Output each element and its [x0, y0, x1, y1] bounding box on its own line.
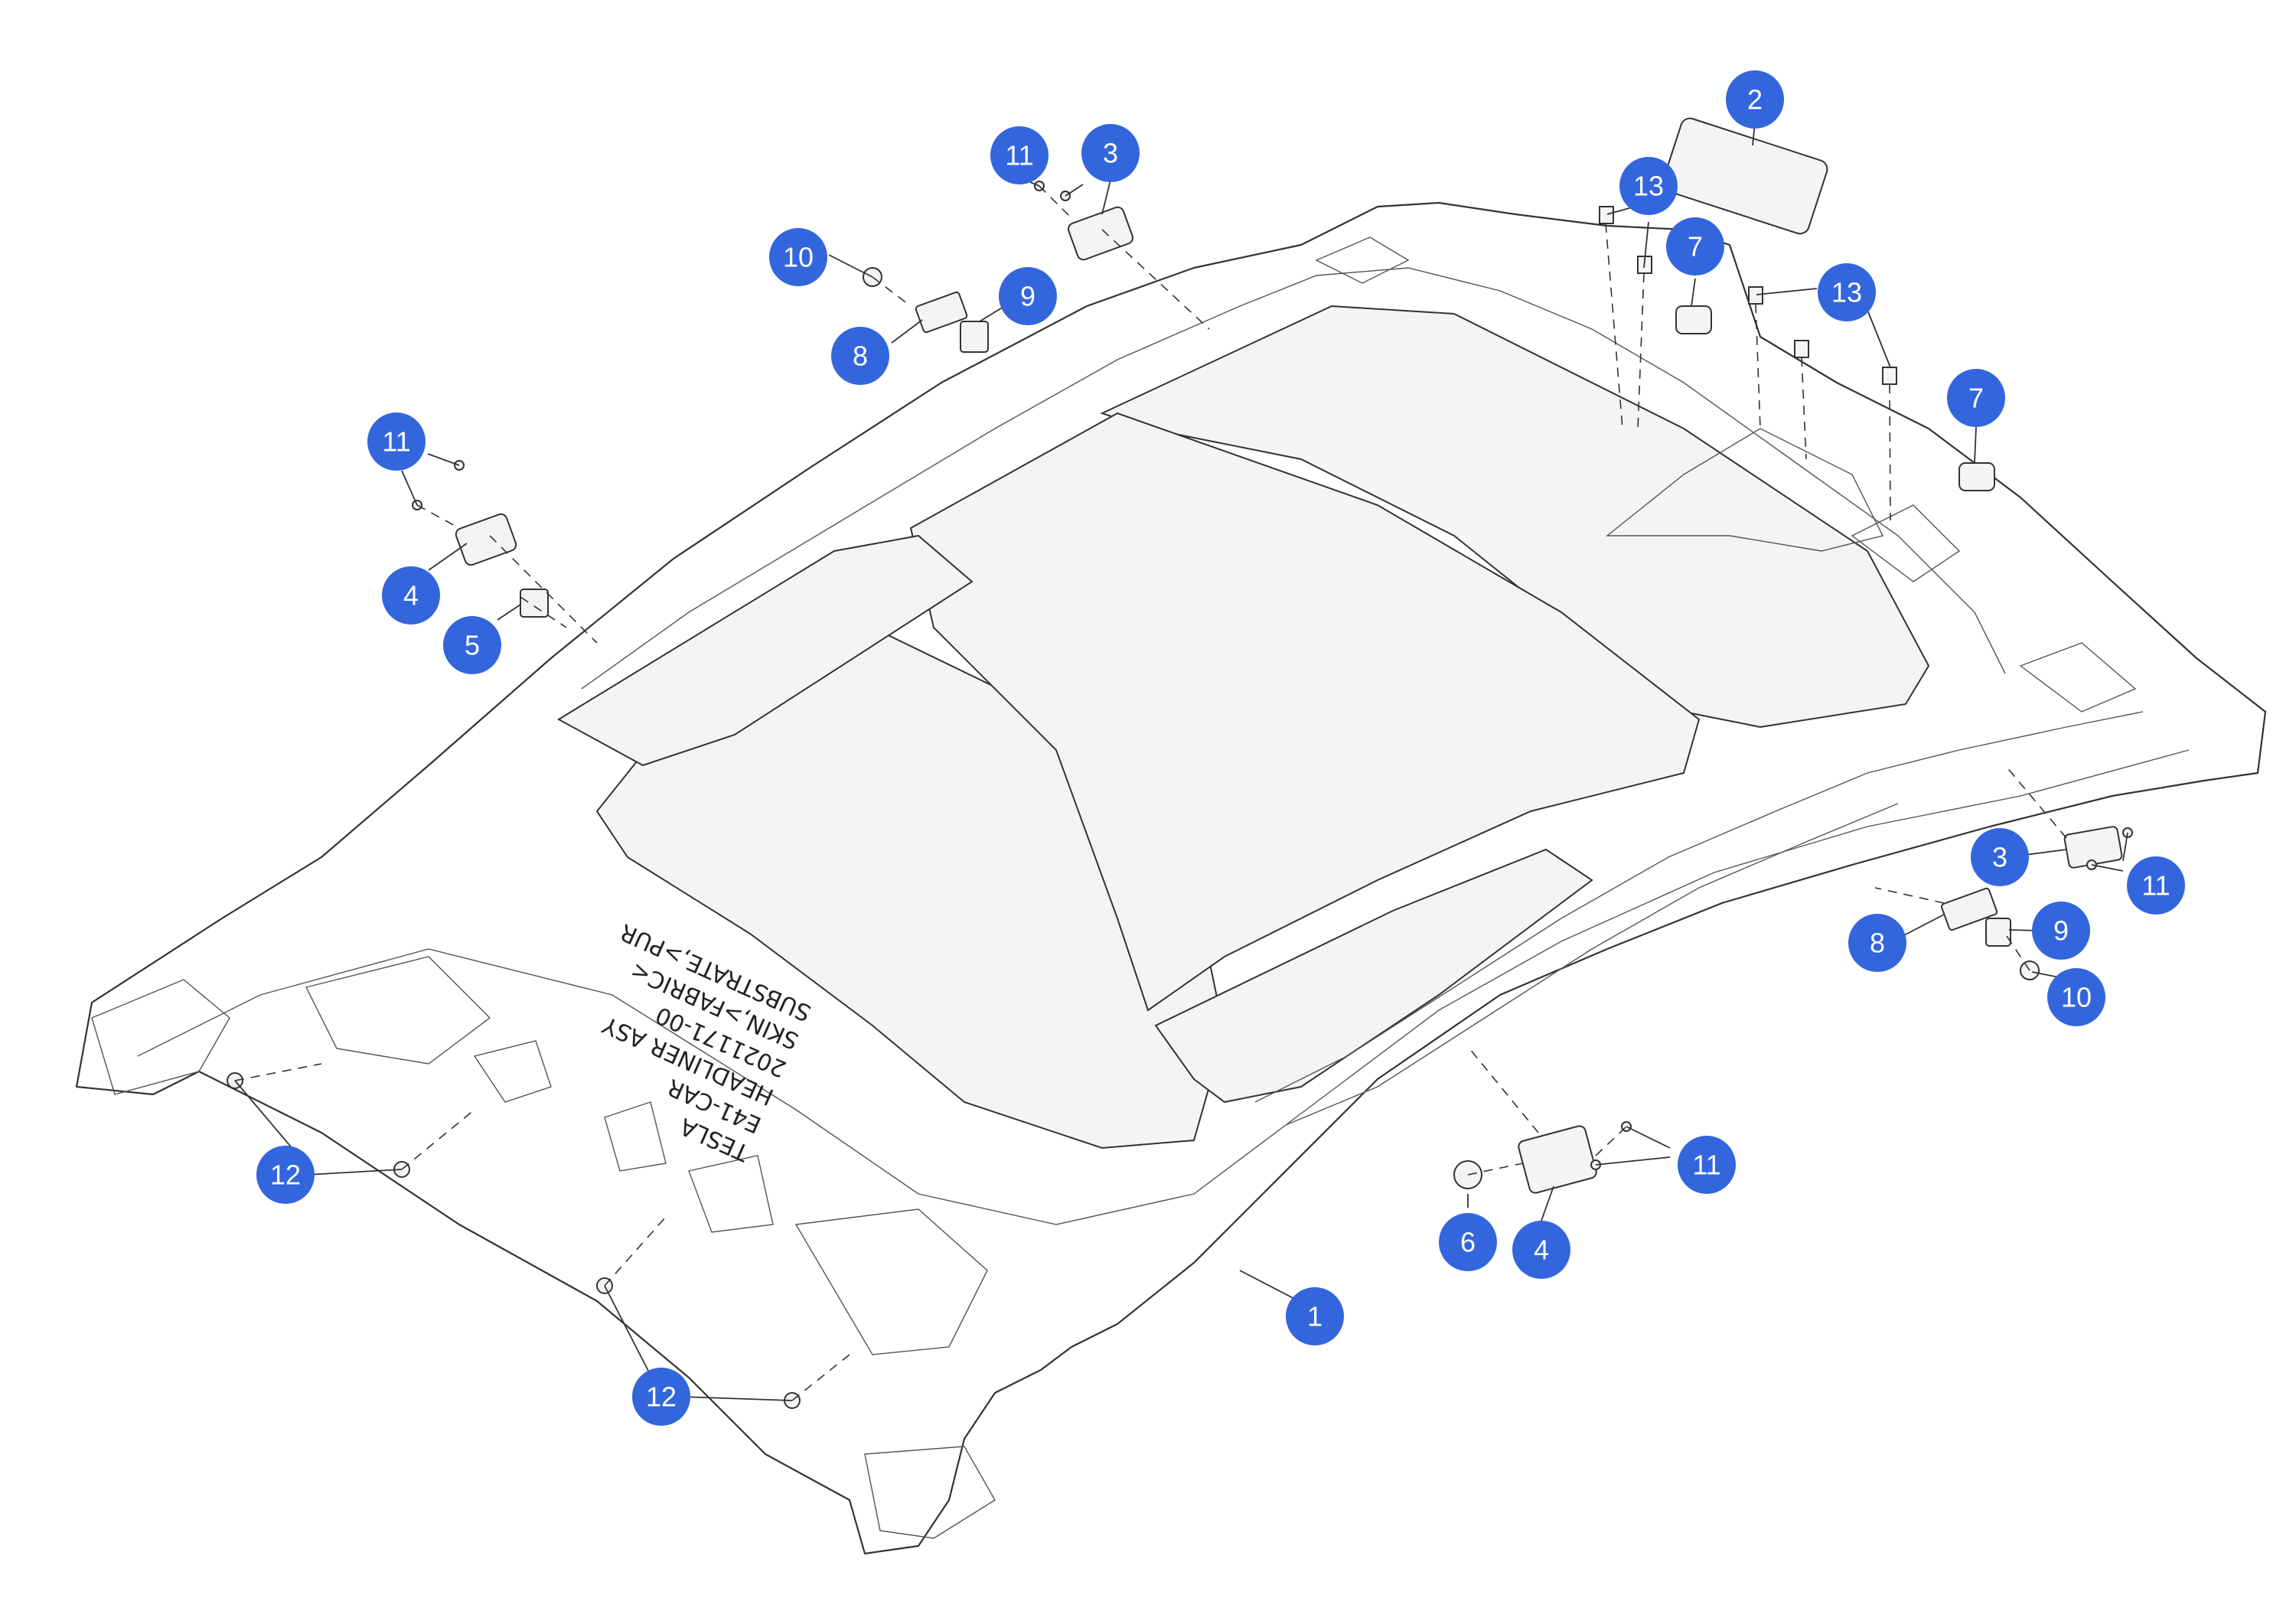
callout-1: 1: [1286, 1287, 1344, 1345]
callout-11b: 11: [367, 413, 426, 471]
svg-text:2: 2: [1747, 84, 1763, 116]
svg-text:13: 13: [1633, 171, 1664, 202]
callout-8b: 8: [1848, 914, 1906, 972]
callout-4b: 4: [1512, 1221, 1570, 1279]
rear-brackets: [91, 956, 996, 1539]
svg-text:11: 11: [382, 426, 410, 458]
svg-text:5: 5: [465, 630, 480, 661]
callout-8a: 8: [831, 327, 889, 385]
side-trim-structure: [1254, 236, 2144, 1126]
svg-text:1: 1: [1307, 1301, 1322, 1332]
svg-text:9: 9: [1020, 281, 1035, 312]
svg-text:8: 8: [853, 341, 868, 372]
assembly-lines: [234, 185, 2067, 1401]
callout-6: 6: [1439, 1213, 1497, 1271]
callout-10a: 10: [769, 228, 827, 286]
callout-11d: 11: [1678, 1136, 1736, 1194]
callout-10b: 10: [2047, 968, 2105, 1026]
svg-text:11: 11: [2141, 870, 2170, 902]
svg-text:7: 7: [1968, 383, 1984, 414]
svg-text:11: 11: [1005, 140, 1033, 171]
callout-7a: 7: [1666, 217, 1724, 276]
svg-text:12: 12: [270, 1159, 301, 1191]
callout-9b: 9: [2032, 902, 2090, 960]
callout-badges: 1 2 3 3 4 4 5 6 7 7 8 8 9 9 10 10 11 11 …: [256, 70, 2185, 1426]
callout-12a: 12: [256, 1146, 315, 1204]
callout-13a: 13: [1619, 157, 1678, 215]
svg-text:13: 13: [1831, 277, 1862, 308]
svg-text:6: 6: [1460, 1227, 1476, 1258]
svg-text:12: 12: [646, 1381, 677, 1413]
callout-5: 5: [443, 616, 501, 674]
svg-text:10: 10: [2061, 982, 2092, 1013]
callout-4a: 4: [382, 566, 440, 624]
callout-9a: 9: [999, 267, 1057, 325]
svg-text:9: 9: [2053, 915, 2069, 947]
headliner-label: TESLA E41-CAR HEADLINER ASY 2021171-00 S…: [598, 918, 815, 1167]
svg-text:4: 4: [1534, 1234, 1549, 1266]
roof-glass-panels: [557, 305, 1930, 1150]
callout-11a: 11: [990, 126, 1049, 184]
svg-text:3: 3: [1992, 842, 2007, 873]
svg-text:8: 8: [1870, 928, 1885, 959]
svg-text:11: 11: [1692, 1150, 1720, 1181]
callout-13b: 13: [1818, 263, 1876, 321]
headliner-panel: [75, 201, 2267, 1555]
svg-text:3: 3: [1103, 138, 1118, 169]
svg-text:10: 10: [783, 242, 814, 273]
svg-text:4: 4: [403, 580, 419, 611]
callout-11c: 11: [2127, 856, 2185, 915]
callout-2: 2: [1726, 70, 1784, 129]
svg-text:7: 7: [1688, 231, 1703, 263]
callout-3b: 3: [1971, 828, 2029, 886]
callout-12b: 12: [632, 1368, 690, 1426]
leader-lines: [234, 122, 2128, 1401]
callout-7b: 7: [1947, 369, 2005, 427]
callout-3a: 3: [1081, 124, 1140, 182]
